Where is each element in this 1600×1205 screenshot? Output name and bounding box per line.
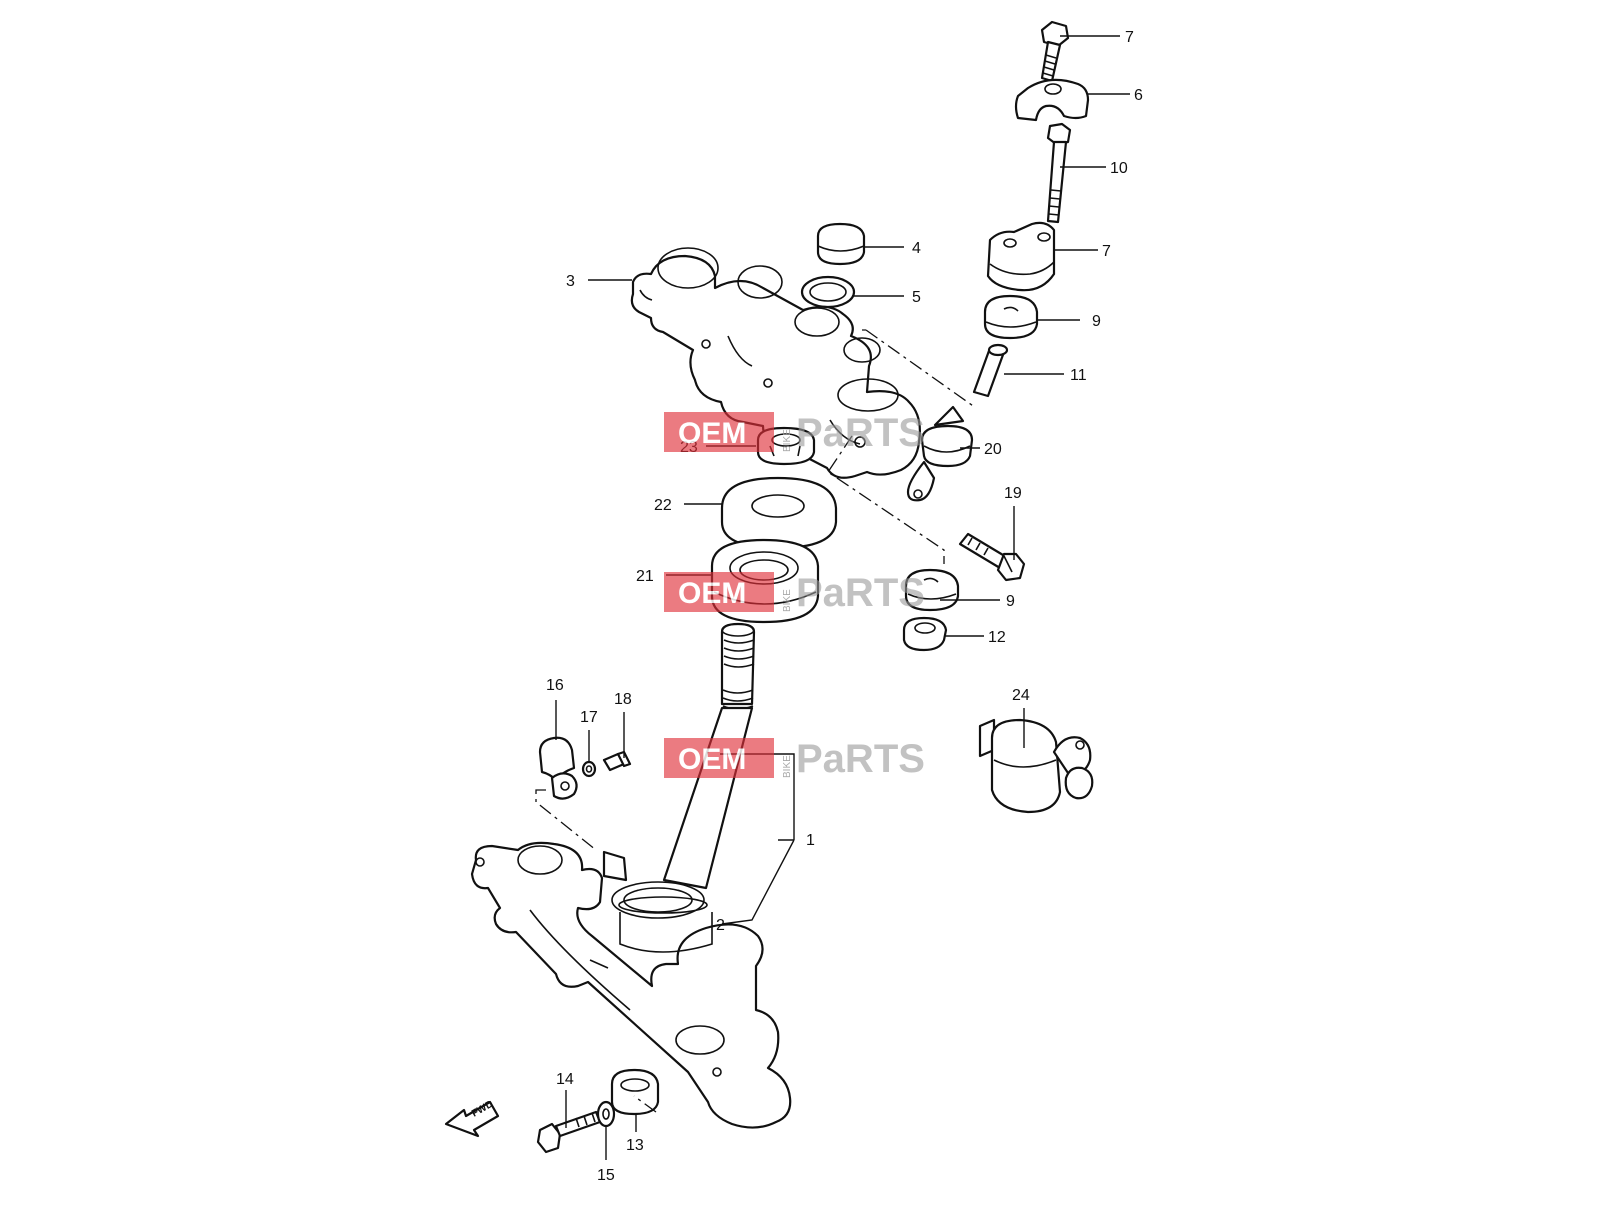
part-9-rubber-cushion-upper [983,294,1039,340]
part-14-bolt [536,1110,602,1154]
callout-22: 22 [654,497,672,514]
watermark-oem-text: OEM [678,743,746,776]
watermark-3: OEM BIKE PaRTS [664,737,925,781]
watermark-bike-text: BIKE [782,429,793,452]
callout-17: 17 [580,709,598,726]
watermark-oem-box [664,412,774,452]
watermark-oem-text: OEM [678,417,746,450]
part-8-bolt [1040,20,1070,83]
part-6-handlebar-clamp-upper [1014,78,1090,122]
callout-19: 19 [1004,485,1022,502]
watermark-bike-text: BIKE [782,589,793,612]
part-20-grommet [906,405,974,502]
part-4-cap [816,222,866,266]
callout-14: 14 [556,1071,574,1088]
part-3-steering-stem-upper-bracket [630,247,921,479]
watermark-1: OEM BIKE PaRTS [664,411,925,455]
part-13-grommet [610,1068,660,1116]
part-7-handlebar-clamp-lower [986,221,1056,292]
callout-20: 20 [984,441,1002,458]
part-12-nut [902,616,948,652]
watermark-oem-text: OEM [678,577,746,610]
callout-15: 15 [597,1167,615,1184]
callout-7: 7 [1102,243,1111,260]
watermark-bike-text: BIKE [782,755,793,778]
callout-6: 6 [1134,87,1143,104]
part-16-bracket-clip [538,736,578,800]
part-5-washer [800,275,856,309]
callout-1: 1 [806,832,815,849]
part-15-washer [596,1100,616,1128]
part-10-long-bolt [1046,122,1072,224]
callout-9-lower: 9 [1006,593,1015,610]
watermark-2: OEM BIKE PaRTS [664,571,925,615]
part-24-ignition-switch [978,718,1094,814]
callout-8: 7 [1125,29,1134,46]
part-19-bolt [958,532,1026,582]
callout-10: 10 [1110,160,1128,177]
watermark-parts-text: PaRTS [796,737,925,781]
fwd-direction-arrow: FWD [444,1099,500,1138]
callout-12: 12 [988,629,1006,646]
part-11-spacer-collar [972,343,1009,398]
callout-5: 5 [912,289,921,306]
callout-9-upper: 9 [1092,313,1101,330]
watermark-oem-box [664,572,774,612]
callout-4: 4 [912,240,921,257]
watermark-oem-box [664,738,774,778]
callout-18: 18 [614,691,632,708]
part-17-washer [581,760,597,778]
callout-24: 24 [1012,687,1030,704]
part-22-dust-seal [720,476,838,550]
callout-16: 16 [546,677,564,694]
watermark-parts-text: PaRTS [796,571,925,615]
part-18-screw [602,750,632,772]
callout-21: 21 [636,568,654,585]
callout-3: 3 [566,273,575,290]
callout-13: 13 [626,1137,644,1154]
assembly-centerlines [535,329,977,1113]
watermark-parts-text: PaRTS [796,411,925,455]
part-2-bearing [618,896,708,914]
callout-2: 2 [716,917,725,934]
callout-11: 11 [1070,367,1087,384]
